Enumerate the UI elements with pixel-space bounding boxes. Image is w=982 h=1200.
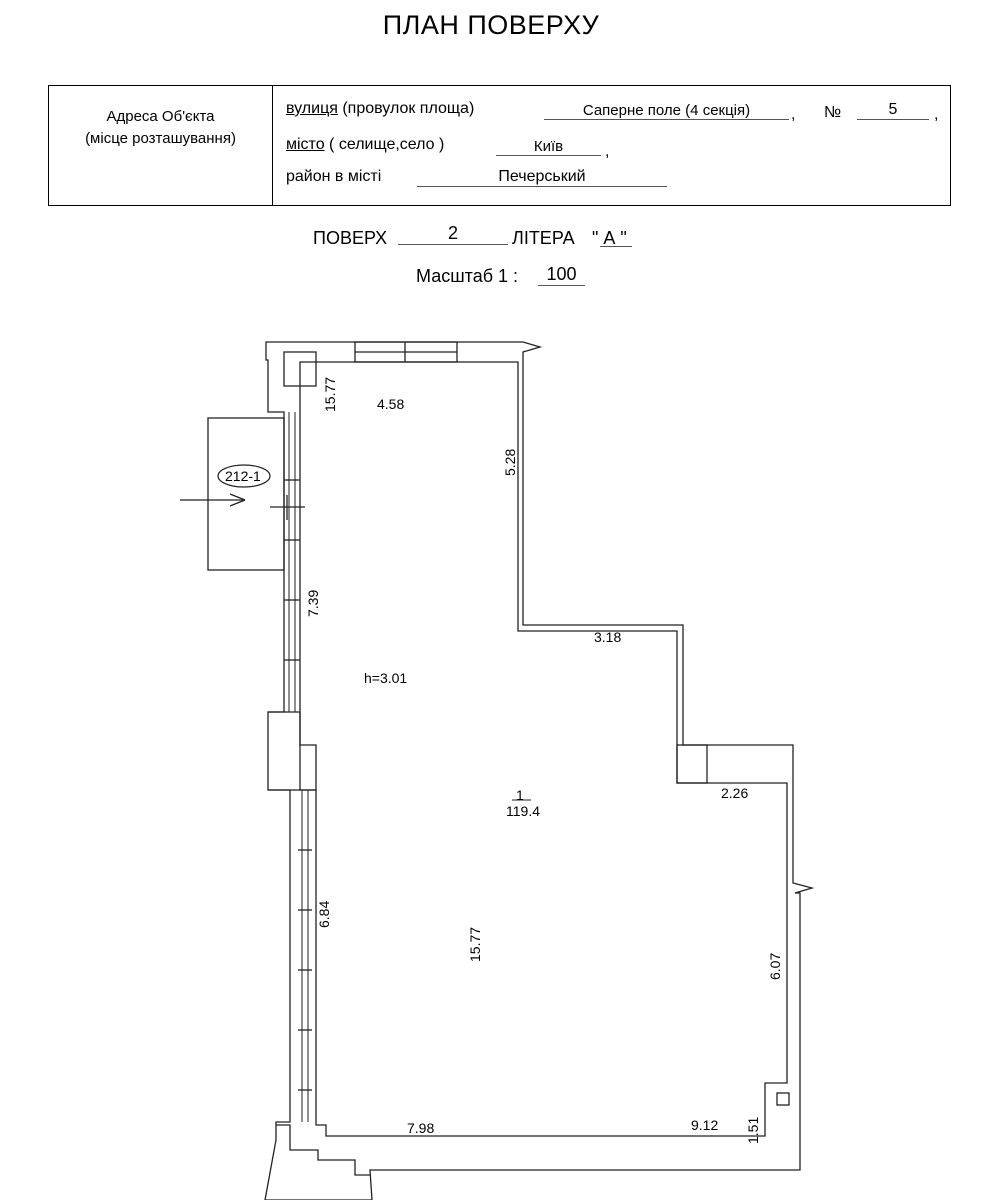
dim-step-horizontal: 3.18 (594, 629, 622, 645)
dim-right-lower-vertical: 6.07 (767, 952, 783, 980)
street-label-rest: (провулок площа) (337, 100, 475, 117)
page-title: ПЛАН ПОВЕРХУ (382, 10, 600, 40)
litera-value: " А " (592, 228, 627, 248)
room-area: 119.4 (506, 803, 540, 819)
district-label: район в місті (286, 168, 382, 185)
dim-step2-horizontal: 2.26 (721, 785, 749, 801)
dim-left-bottom-vertical: 6.84 (316, 900, 332, 928)
number-value: 5 (857, 101, 929, 120)
dim-center-vertical: 15.77 (467, 926, 483, 962)
dim-top-width: 4.58 (377, 396, 405, 412)
scale-label: Масштаб 1 : (416, 266, 519, 286)
section-mark-ellipse (217, 464, 271, 488)
city-label: місто ( селище,село ) (286, 136, 444, 154)
outer-wall (264, 341, 815, 1200)
dim-bottom-right: 9.12 (691, 1117, 719, 1133)
floor-label: ПОВЕРХ (313, 228, 388, 248)
litera-label: ЛІТЕРА (512, 228, 575, 248)
table-divider (272, 86, 273, 205)
number-label: № (824, 104, 842, 121)
small-square (776, 1092, 790, 1106)
dim-bottom-left: 7.98 (407, 1120, 435, 1136)
column-step (676, 744, 708, 784)
address-table: Адреса Об'єкта (місце розташування) вули… (48, 85, 951, 206)
dim-small-vertical: 1.51 (745, 1116, 761, 1144)
address-label-line2: (місце розташування) (85, 130, 236, 147)
room-number: 1 (516, 787, 524, 803)
inner-wall (299, 361, 788, 1137)
street-label: вулиця (провулок площа) (286, 100, 474, 118)
scale-value: 100 (538, 264, 585, 286)
street-value: Саперне поле (4 секція) (544, 102, 789, 120)
city-comma: , (605, 143, 610, 160)
street-label-underlined: вулиця (286, 100, 338, 117)
section-box (207, 417, 285, 571)
column-left-mid (268, 711, 317, 791)
city-value: Київ (496, 138, 601, 156)
district-value: Печерський (417, 168, 667, 187)
floor-value: 2 (398, 223, 508, 245)
dim-left-mid-vertical: 7.39 (305, 589, 321, 617)
litera-underline (600, 246, 632, 247)
column-top-left (283, 351, 317, 387)
city-label-rest: ( селище,село ) (324, 136, 445, 153)
bottom-left-column (276, 1124, 370, 1176)
dim-right-top-vertical: 5.28 (502, 448, 518, 476)
ceiling-height: h=3.01 (364, 670, 408, 686)
address-label-line1: Адреса Об'єкта (106, 108, 215, 125)
city-label-underlined: місто (286, 136, 325, 153)
number-comma: , (934, 106, 939, 123)
section-mark-label: 212-1 (225, 468, 261, 484)
address-label: Адреса Об'єкта (місце розташування) (49, 106, 272, 150)
street-comma: , (791, 106, 796, 123)
dim-left-top-vertical: 15.77 (322, 376, 338, 412)
